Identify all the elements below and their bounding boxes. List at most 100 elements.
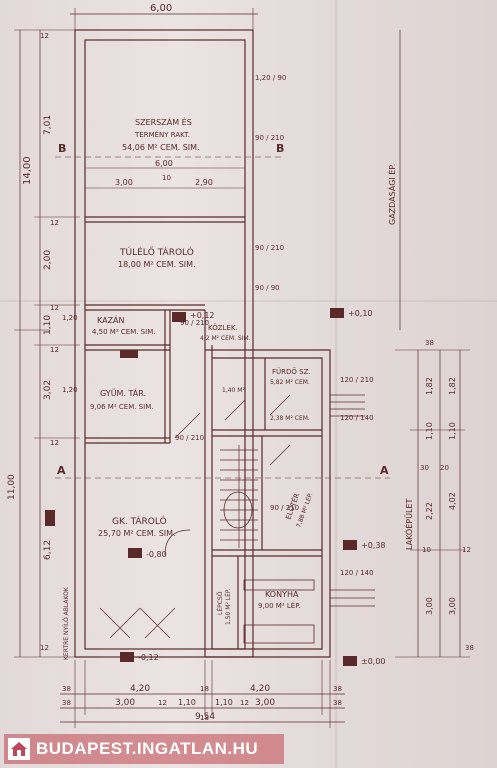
door-swing <box>144 607 176 639</box>
dim-height-left: 14,00 <box>22 156 33 185</box>
dim-right-10: 10 <box>422 546 431 554</box>
dim-120b: 1,20 <box>62 386 78 394</box>
section-mark-a: A <box>57 464 66 477</box>
door-arc <box>164 529 191 556</box>
level-box <box>330 308 344 318</box>
level-box <box>120 652 134 662</box>
dim-bottom-420a: 4,20 <box>130 684 150 694</box>
level-label: +0,10 <box>348 309 373 318</box>
room-garage-area: 25,70 M² CEM. SIM. <box>98 529 176 538</box>
dim-right-12: 12 <box>462 546 471 554</box>
dim-bottom-954: 9,54 <box>195 712 215 722</box>
room-cellar-area: 18,00 M² CEM. SIM. <box>118 260 196 269</box>
room-kitchen-name: KONYHA <box>265 590 299 599</box>
room-wc-area: 2,38 M² CEM. <box>270 415 310 422</box>
house-icon <box>8 738 30 760</box>
dim-bottom-12: 12 <box>158 699 167 707</box>
room-small-area: 1,40 M² <box>222 387 245 394</box>
kitchen-counter <box>243 579 315 591</box>
dim-12: 12 <box>50 219 59 227</box>
dim-right-30: 30 <box>420 464 429 472</box>
window-mark <box>120 350 138 358</box>
dim-inner-290: 2,90 <box>195 178 213 187</box>
dim-right-182a: 1,82 <box>425 377 434 395</box>
logo-text: BUDAPEST.INGATLAN.HU <box>36 739 259 758</box>
dim-bottom-12: 12 <box>240 699 249 707</box>
dim-12: 12 <box>40 32 49 40</box>
room-boiler-name: KAZÁN <box>97 314 125 325</box>
room-storage-area: 54,06 M² CEM. SIM. <box>122 143 200 152</box>
level-label: +0,38 <box>361 541 386 550</box>
dim-right-300: 3,00 <box>425 597 434 615</box>
dim-inner-600: 6,00 <box>155 159 173 168</box>
door-dim: 90 / 90 <box>255 284 280 292</box>
dim-right-110: 1,10 <box>425 422 434 440</box>
dim-bottom-110a: 1,10 <box>178 698 196 707</box>
door-swing <box>269 444 291 466</box>
dim-12: 12 <box>40 644 49 652</box>
kitchen-counter <box>243 624 315 644</box>
dim-bottom-300b: 3,00 <box>255 698 275 708</box>
dim-110: 1,10 <box>43 315 53 335</box>
level-label: -0,12 <box>138 653 159 662</box>
dim-right-300: 3,00 <box>448 597 457 615</box>
right-wing-inner <box>212 357 323 650</box>
door-dim: 120 / 140 <box>340 414 374 422</box>
dim-701: 7,01 <box>43 115 53 135</box>
room-corridor-area: 4,2 M² CEM. SIM. <box>200 335 251 342</box>
level-box <box>343 540 357 550</box>
door-swing <box>139 607 171 639</box>
dim-right-182b: 1,82 <box>448 377 457 395</box>
section-mark-b: B <box>276 142 284 155</box>
dim-1100: 11,00 <box>7 474 17 500</box>
annotation-garden-windows: KERTRE NYÍLÓ ABLAKOK <box>63 586 70 660</box>
door-swing <box>269 394 291 416</box>
dim-bottom-18: 18 <box>200 685 209 693</box>
dim-bottom-420b: 4,20 <box>250 684 270 694</box>
window-mark <box>45 510 55 526</box>
dim-inner-300: 3,00 <box>115 178 133 187</box>
dim-right-110: 1,10 <box>448 422 457 440</box>
door-swing <box>99 607 131 639</box>
room-bath-name: FÜRDŐ SZ. <box>272 367 311 376</box>
room-corridor-name: KÖZLEK. <box>208 323 238 332</box>
dim-inner-10: 10 <box>162 174 171 182</box>
dim-right-20: 20 <box>440 464 449 472</box>
dim-right-38: 38 <box>425 339 434 347</box>
room-fruit-name: GYÜM. TÁR. <box>100 387 146 398</box>
dim-bottom-38: 38 <box>333 685 342 693</box>
dim-12: 12 <box>50 304 59 312</box>
dim-200: 2,00 <box>43 250 53 270</box>
door-dim: 90 / 210 <box>255 134 284 142</box>
landing-circle <box>223 491 253 529</box>
section-mark-b: B <box>58 142 66 155</box>
section-mark-a: A <box>380 464 389 477</box>
dim-right-402: 4,02 <box>448 492 457 510</box>
door-dim: 90 / 210 <box>175 434 204 442</box>
door-dim: 1,20 / 90 <box>255 74 286 82</box>
dim-right-222: 2,22 <box>425 502 434 520</box>
level-box <box>172 312 186 322</box>
level-box <box>343 656 357 666</box>
level-label: +0,12 <box>190 311 215 320</box>
room-stair-name: LÉPCSŐ <box>216 591 224 615</box>
dim-302: 3,02 <box>43 380 53 400</box>
dim-right-38: 38 <box>465 644 474 652</box>
level-box <box>128 548 142 558</box>
dim-120a: 1,20 <box>62 314 78 322</box>
dim-612: 6,12 <box>43 540 53 560</box>
right-wing-wall <box>205 349 331 658</box>
level-label: -0,80 <box>146 550 167 559</box>
dim-bottom-110b: 1,10 <box>215 698 233 707</box>
room-storage-name2: TERMÉNY RAKT. <box>134 130 190 139</box>
room-boiler-area: 4,50 M² CEM. SIM. <box>92 328 155 336</box>
door-swing <box>224 399 246 421</box>
dim-bottom-38: 38 <box>62 699 71 707</box>
watermark-logo: BUDAPEST.INGATLAN.HU <box>4 734 284 764</box>
room-garage-name: GK. TÁROLÓ <box>112 515 167 527</box>
level-markers <box>45 308 357 666</box>
paper-fold <box>335 0 337 768</box>
door-swing <box>109 607 141 639</box>
